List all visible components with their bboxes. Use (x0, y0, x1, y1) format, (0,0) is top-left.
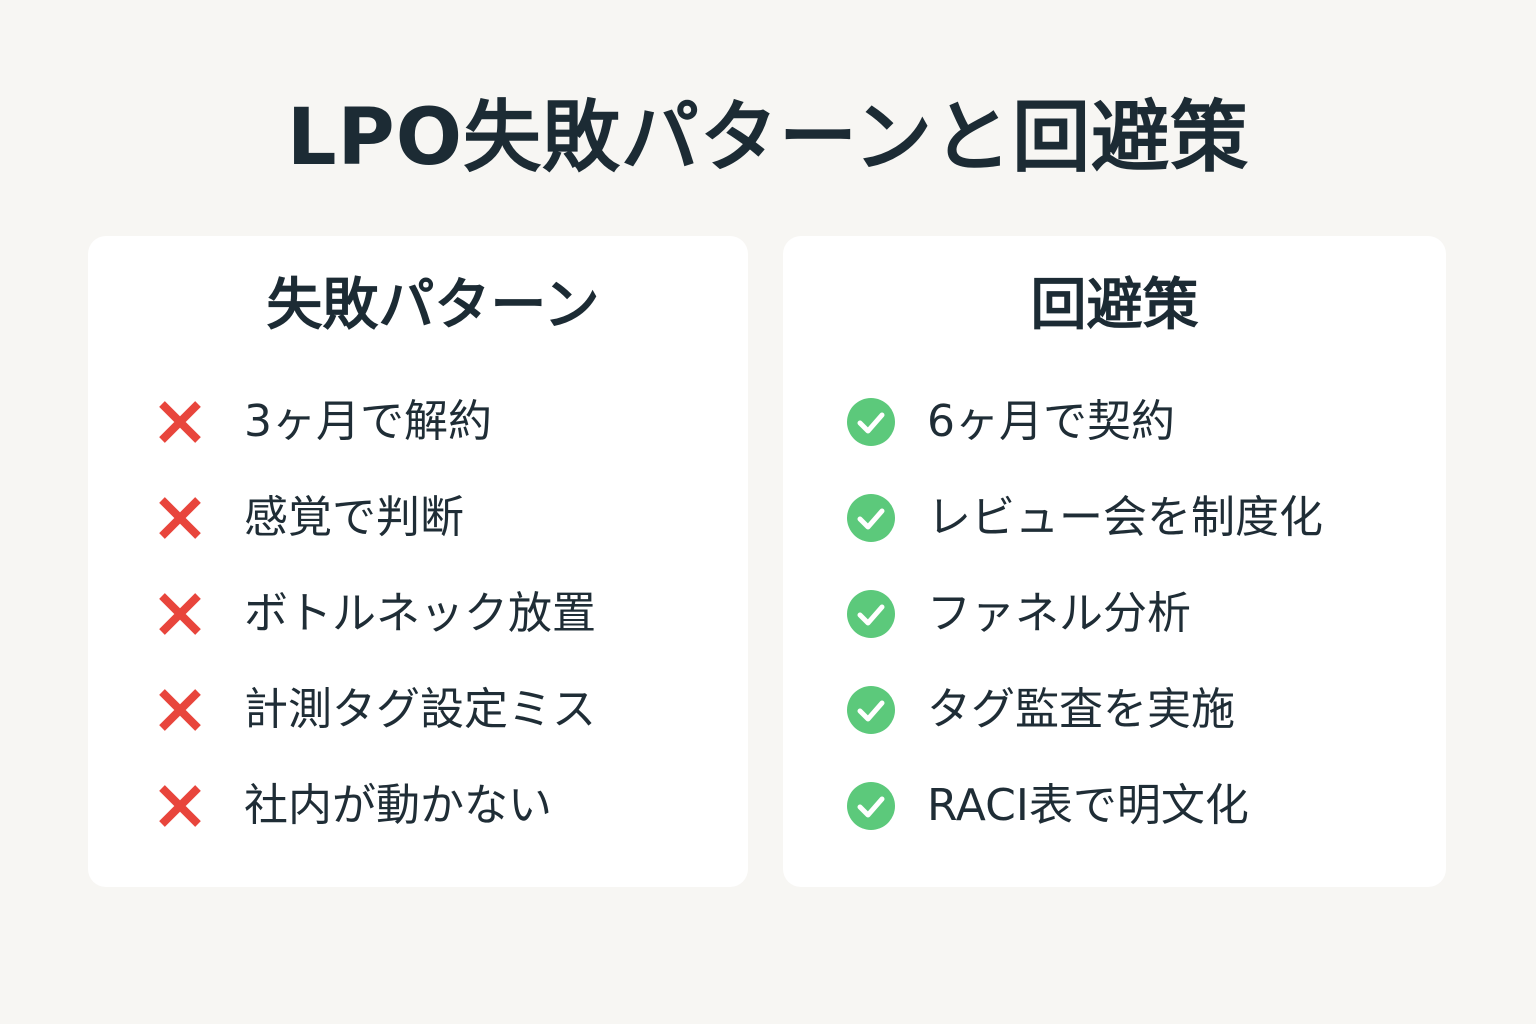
failure-item: 計測タグ設定ミス (156, 662, 596, 758)
failure-item-label: ボトルネック放置 (244, 588, 596, 639)
failure-item-label: 感覚で判断 (244, 492, 464, 543)
failure-item: 感覚で判断 (156, 470, 596, 566)
failure-item: ボトルネック放置 (156, 566, 596, 662)
failure-item: 3ヶ月で解約 (156, 374, 596, 470)
solution-item: レビュー会を制度化 (847, 470, 1323, 566)
solution-list: 6ヶ月で契約 レビュー会を制度化 ファネル分析 タグ監査を実施 RACI表で明文… (847, 374, 1323, 854)
solution-item: RACI表で明文化 (847, 758, 1323, 854)
failure-panel (88, 236, 748, 887)
solution-item: 6ヶ月で契約 (847, 374, 1323, 470)
check-circle-icon (847, 782, 895, 830)
solution-item: ファネル分析 (847, 566, 1323, 662)
failure-item-label: 計測タグ設定ミス (244, 684, 596, 735)
failure-item-label: 社内が動かない (244, 780, 552, 831)
failure-item-label: 3ヶ月で解約 (244, 396, 492, 447)
failure-panel-heading: 失敗パターン (266, 273, 600, 338)
solution-panel (783, 236, 1446, 887)
failure-list: 3ヶ月で解約 感覚で判断 ボトルネック放置 計測タグ設定ミス 社内が動かない (156, 374, 596, 854)
failure-item: 社内が動かない (156, 758, 596, 854)
check-circle-icon (847, 494, 895, 542)
solution-item-label: レビュー会を制度化 (927, 492, 1323, 543)
cross-icon (156, 590, 204, 638)
cross-icon (156, 686, 204, 734)
solution-item: タグ監査を実施 (847, 662, 1323, 758)
cross-icon (156, 494, 204, 542)
check-circle-icon (847, 590, 895, 638)
page-title: LPO失敗パターンと回避策 (286, 93, 1250, 183)
solution-item-label: RACI表で明文化 (927, 780, 1249, 831)
cross-icon (156, 398, 204, 446)
solution-item-label: ファネル分析 (927, 588, 1191, 639)
cross-icon (156, 782, 204, 830)
solution-item-label: 6ヶ月で契約 (927, 396, 1175, 447)
solution-panel-heading: 回避策 (1030, 273, 1199, 338)
check-circle-icon (847, 686, 895, 734)
solution-item-label: タグ監査を実施 (927, 684, 1235, 735)
check-circle-icon (847, 398, 895, 446)
